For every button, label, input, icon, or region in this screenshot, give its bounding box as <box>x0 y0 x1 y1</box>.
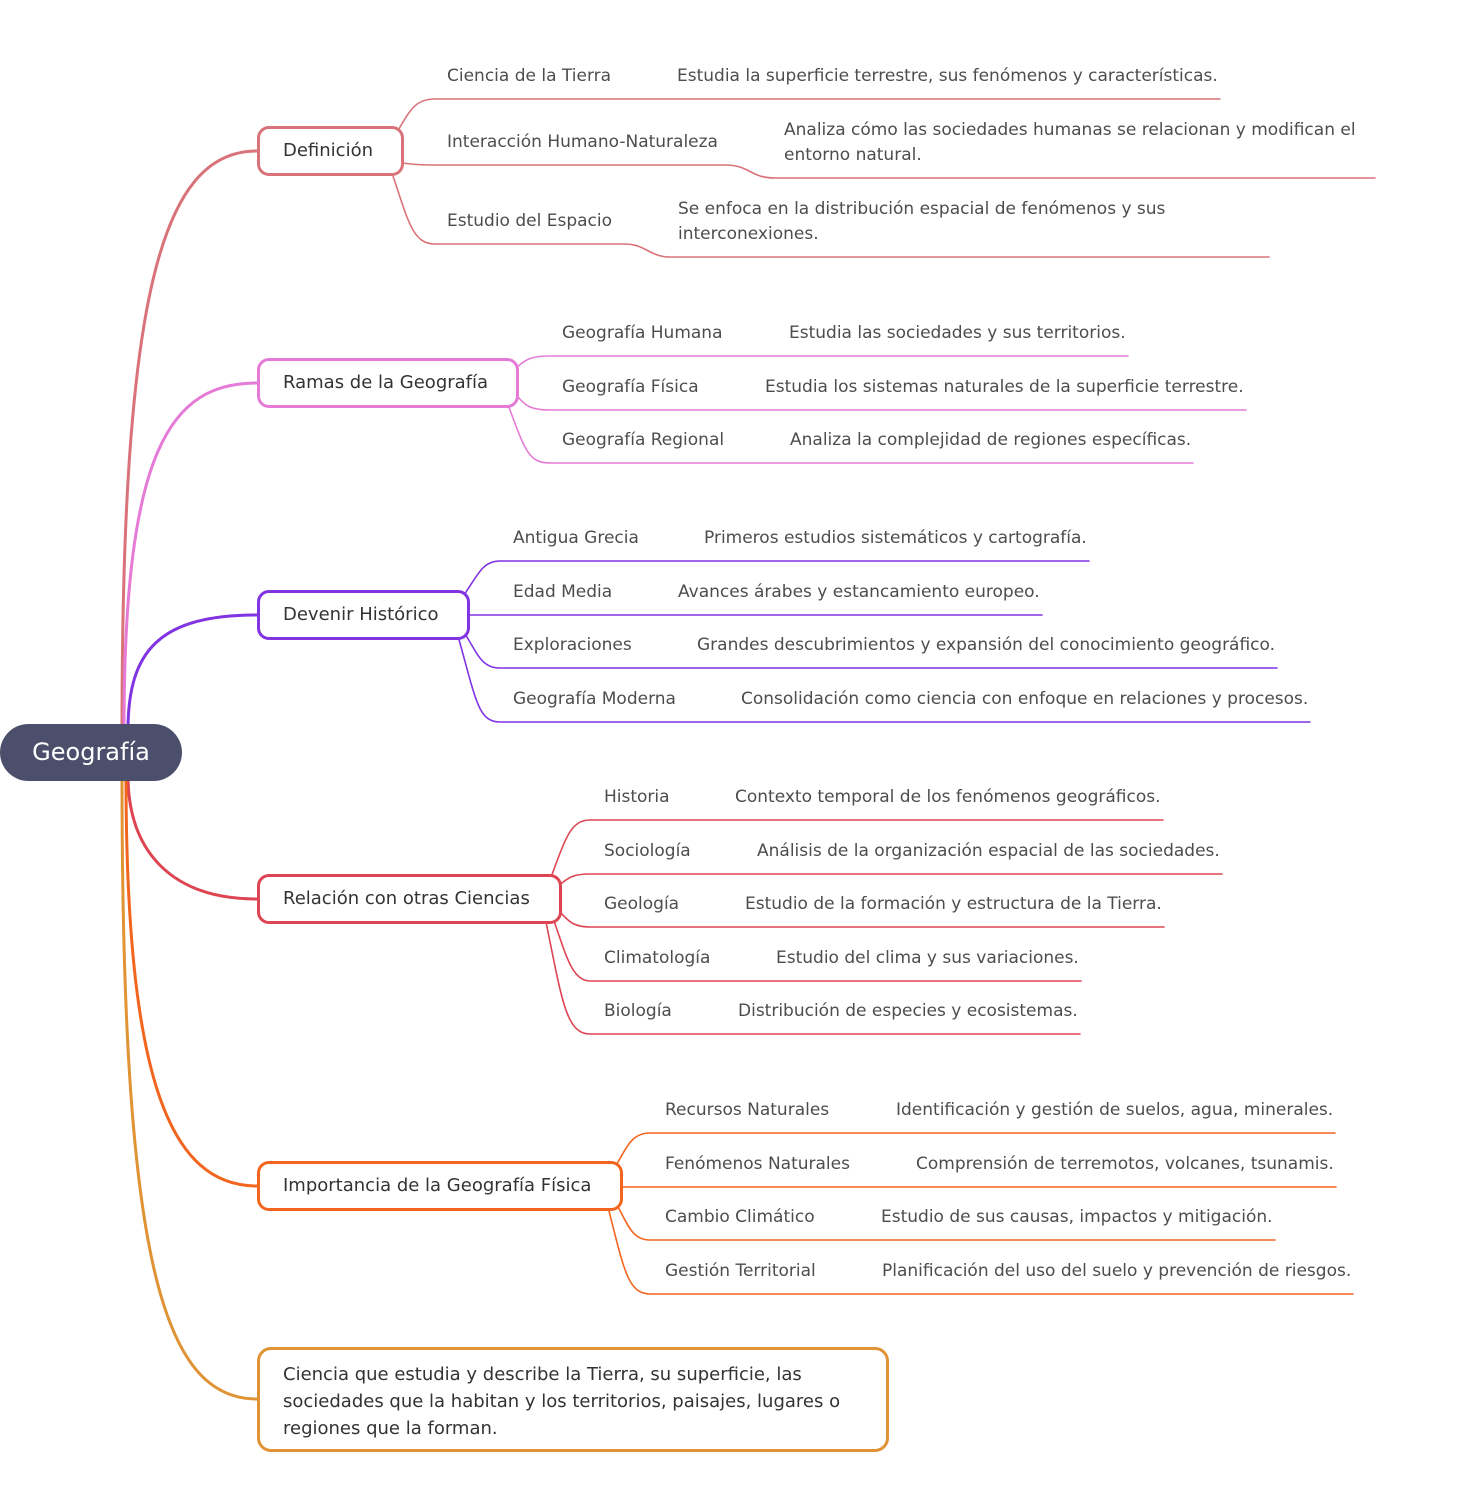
leaf-sociologia[interactable]: Sociología <box>604 841 691 861</box>
branch-definicion[interactable]: Definición <box>257 126 404 176</box>
summary-note[interactable]: Ciencia que estudia y describe la Tierra… <box>257 1347 889 1452</box>
connector-root-ramas <box>122 381 259 732</box>
branch-relacion-ciencias[interactable]: Relación con otras Ciencias <box>257 874 562 924</box>
detail-geografia-fisica[interactable]: Estudia los sistemas naturales de la sup… <box>765 377 1244 397</box>
detail-ciencia-tierra[interactable]: Estudia la superficie terrestre, sus fen… <box>677 66 1218 86</box>
branch-importancia-geografia-fisica[interactable]: Importancia de la Geografía Física <box>257 1161 623 1211</box>
leaf-geografia-regional[interactable]: Geografía Regional <box>562 430 725 450</box>
leaf-recursos-naturales[interactable]: Recursos Naturales <box>665 1100 830 1120</box>
detail-antigua-grecia[interactable]: Primeros estudios sistemáticos y cartogr… <box>704 528 1087 548</box>
branch-ramas-geografia[interactable]: Ramas de la Geografía <box>257 358 519 408</box>
leaf-historia[interactable]: Historia <box>604 787 670 807</box>
connector-root-summary <box>120 773 259 1401</box>
detail-cambio-climatico[interactable]: Estudio de sus causas, impactos y mitiga… <box>881 1207 1273 1227</box>
leaf-interaccion-humano-naturaleza[interactable]: Interacción Humano-Naturaleza <box>447 132 718 152</box>
detail-interaccion-humano-naturaleza[interactable]: Analiza cómo las sociedades humanas se r… <box>784 120 1356 165</box>
leaf-geologia[interactable]: Geología <box>604 894 680 914</box>
leaf-antigua-grecia[interactable]: Antigua Grecia <box>513 528 639 548</box>
leaf-geografia-moderna[interactable]: Geografía Moderna <box>513 689 676 709</box>
leaf-cambio-climatico[interactable]: Cambio Climático <box>665 1207 815 1227</box>
detail-sociologia[interactable]: Análisis de la organización espacial de … <box>757 841 1220 861</box>
detail-geografia-humana[interactable]: Estudia las sociedades y sus territorios… <box>789 323 1126 343</box>
detail-gestion-territorial[interactable]: Planificación del uso del suelo y preven… <box>882 1261 1352 1281</box>
detail-geografia-moderna[interactable]: Consolidación como ciencia con enfoque e… <box>741 689 1309 709</box>
connector-root-definicion <box>120 149 259 732</box>
leaf-fenomenos-naturales[interactable]: Fenómenos Naturales <box>665 1154 850 1174</box>
connector-root-relacion <box>126 773 259 901</box>
detail-recursos-naturales[interactable]: Identificación y gestión de suelos, agua… <box>896 1100 1334 1120</box>
detail-geologia[interactable]: Estudio de la formación y estructura de … <box>745 894 1162 914</box>
connector-root-importancia <box>124 773 259 1188</box>
detail-edad-media[interactable]: Avances árabes y estancamiento europeo. <box>678 582 1040 602</box>
branch-devenir-historico[interactable]: Devenir Histórico <box>257 590 470 640</box>
detail-climatologia[interactable]: Estudio del clima y sus variaciones. <box>776 948 1079 968</box>
leaf-geografia-humana[interactable]: Geografía Humana <box>562 323 723 343</box>
connector-root-historico <box>126 613 259 732</box>
root-node[interactable]: Geografía <box>0 724 182 781</box>
leaf-exploraciones[interactable]: Exploraciones <box>513 635 632 655</box>
detail-historia[interactable]: Contexto temporal de los fenómenos geogr… <box>735 787 1161 807</box>
leaf-estudio-espacio[interactable]: Estudio del Espacio <box>447 211 613 231</box>
detail-biologia[interactable]: Distribución de especies y ecosistemas. <box>738 1001 1078 1021</box>
leaf-gestion-territorial[interactable]: Gestión Territorial <box>665 1261 816 1281</box>
detail-fenomenos-naturales[interactable]: Comprensión de terremotos, volcanes, tsu… <box>916 1154 1334 1174</box>
leaf-geografia-fisica[interactable]: Geografía Física <box>562 377 699 397</box>
detail-geografia-regional[interactable]: Analiza la complejidad de regiones espec… <box>790 430 1192 450</box>
detail-exploraciones[interactable]: Grandes descubrimientos y expansión del … <box>697 635 1276 655</box>
leaf-biologia[interactable]: Biología <box>604 1001 672 1021</box>
leaf-edad-media[interactable]: Edad Media <box>513 582 613 602</box>
leaf-ciencia-tierra[interactable]: Ciencia de la Tierra <box>447 66 612 86</box>
detail-estudio-espacio[interactable]: Se enfoca en la distribución espacial de… <box>678 199 1166 244</box>
leaf-climatologia[interactable]: Climatología <box>604 948 711 968</box>
